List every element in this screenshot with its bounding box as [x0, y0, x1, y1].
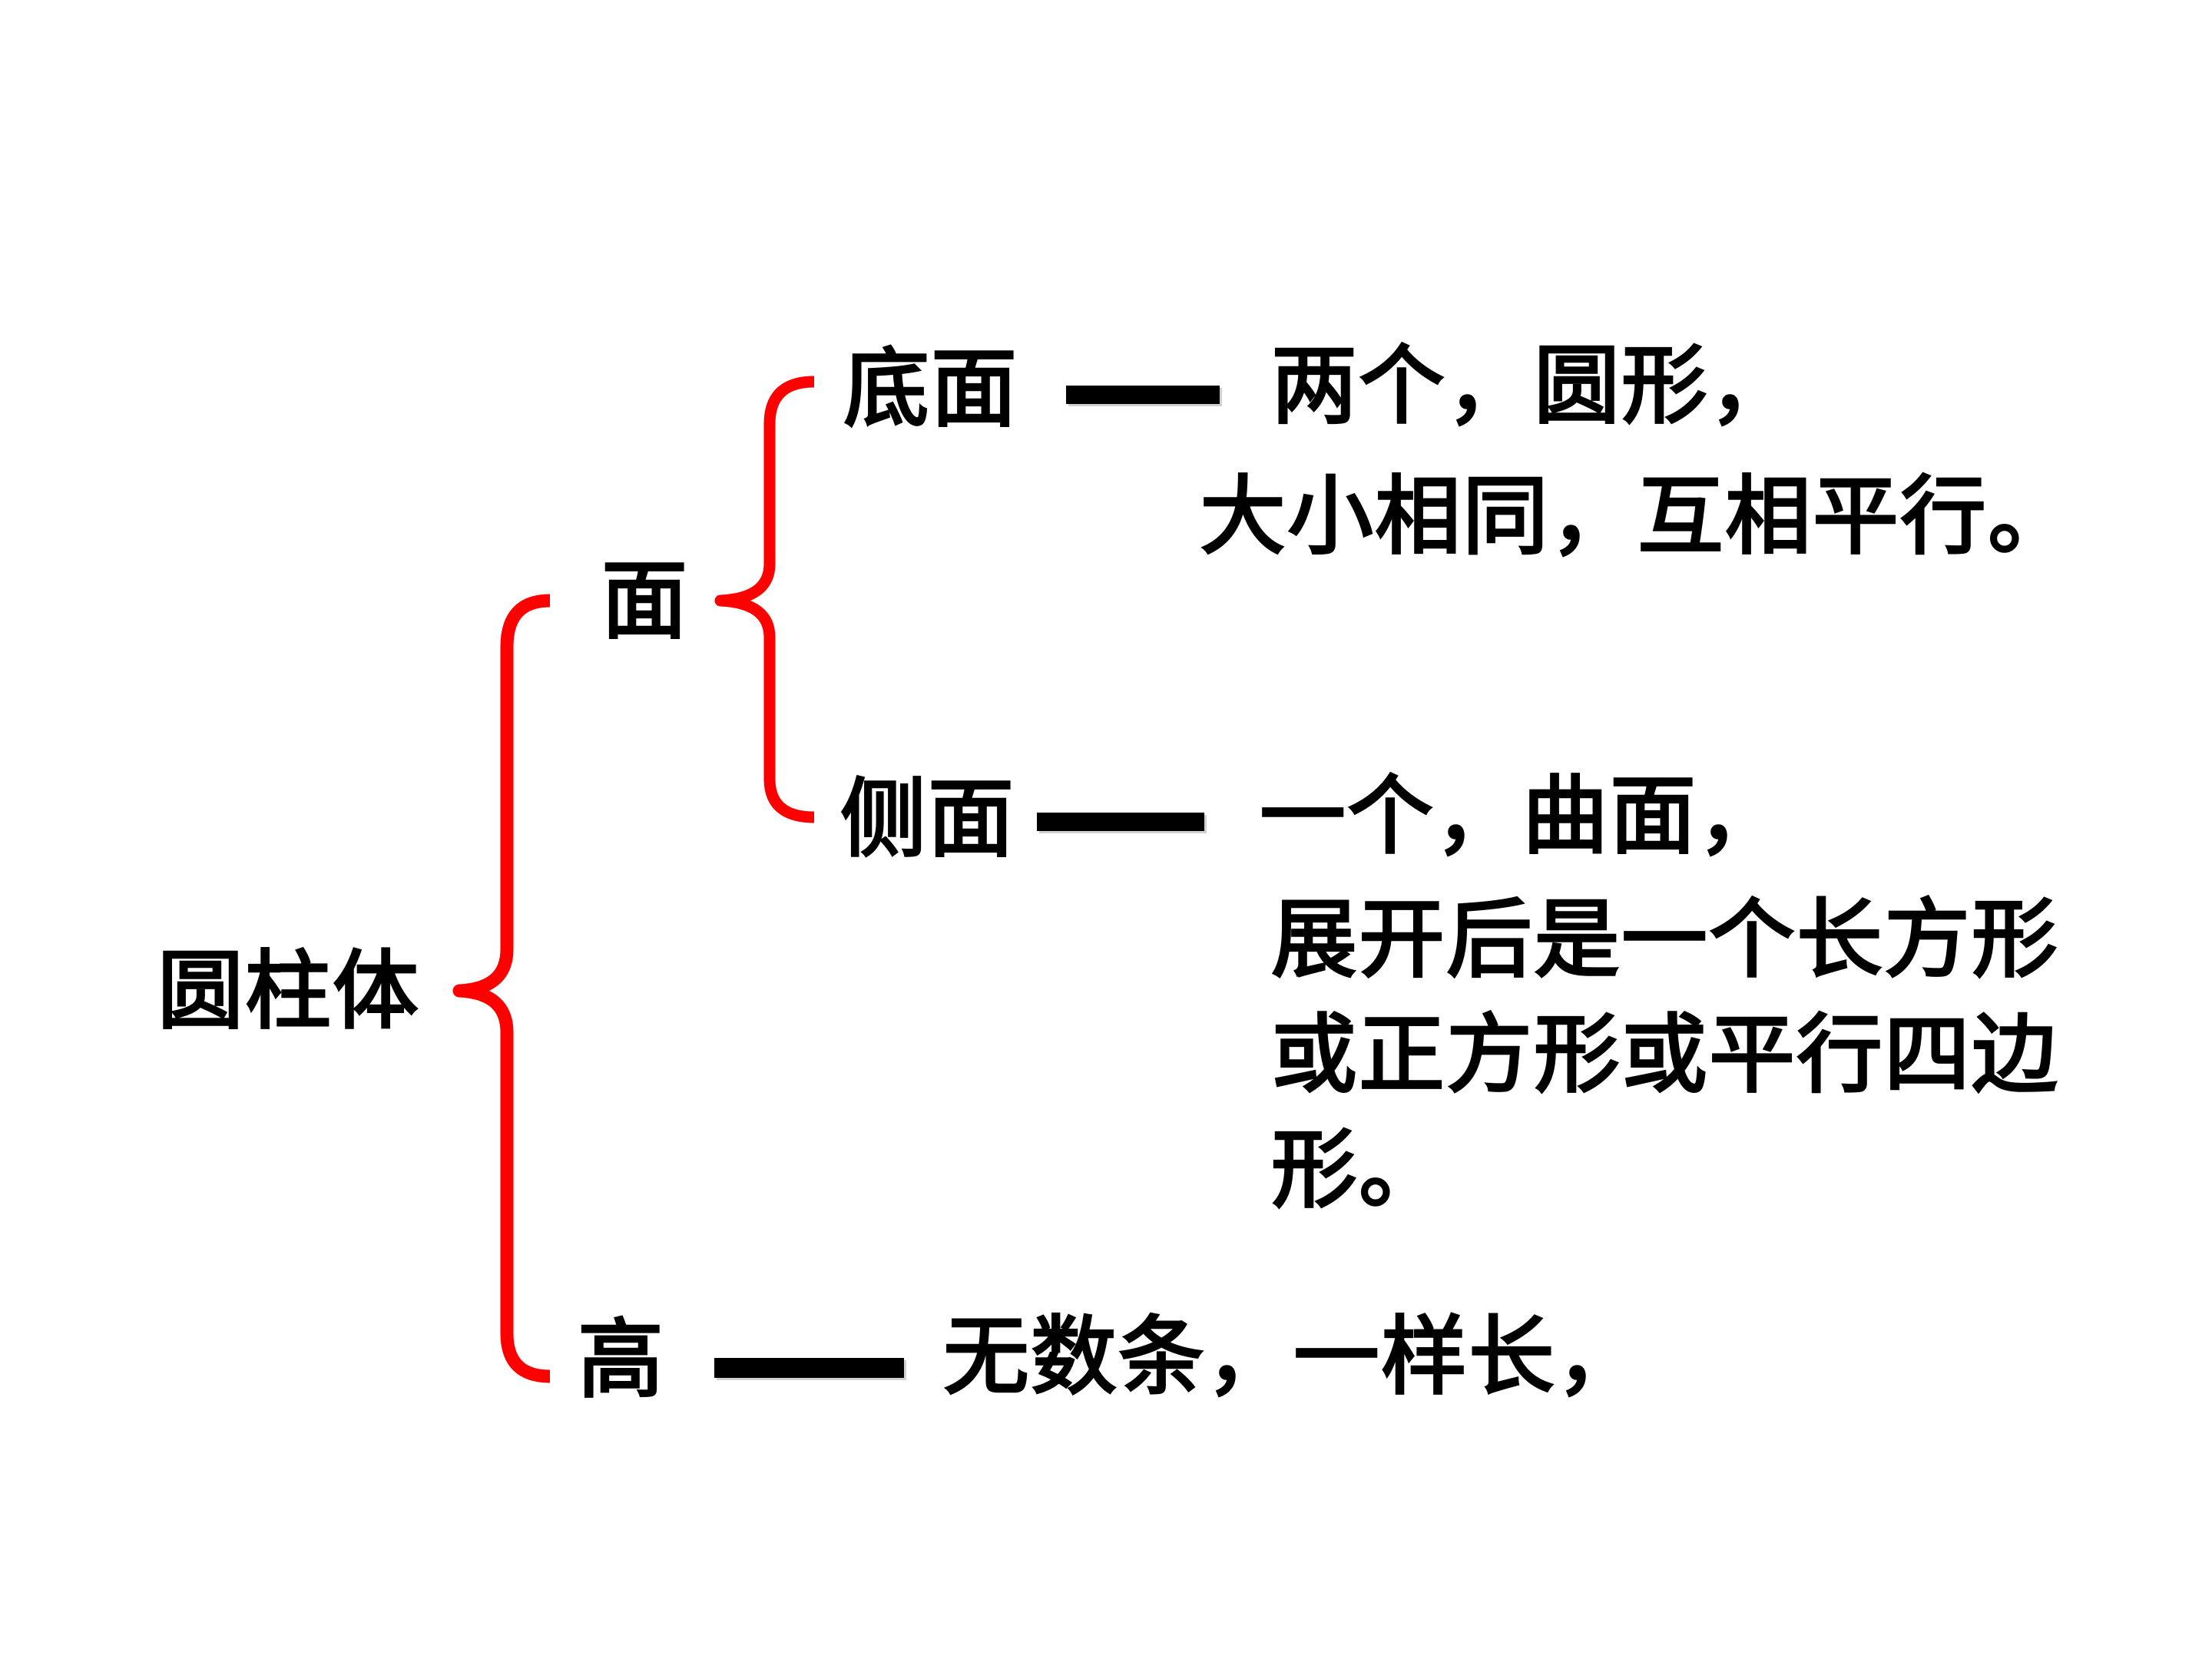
base-face-desc-line2: 大小相同，互相平行。 [1200, 470, 2075, 565]
branch-node-face: 面 [601, 555, 689, 650]
cylinder-brace-icon [452, 594, 551, 1383]
root-node-cylinder: 圆柱体 [157, 945, 420, 1040]
branch-node-height: 高 [578, 1313, 665, 1409]
height-desc-line1: 无数条，一样长， [943, 1310, 1644, 1406]
connector-dash-height [714, 1358, 904, 1378]
side-face-desc-line1: 一个，曲面， [1260, 770, 1785, 865]
leaf-node-side-face: 侧面 [840, 773, 1015, 868]
leaf-node-base-face: 底面 [843, 343, 1018, 438]
side-face-desc-line3: 或正方形或平行四边 [1271, 1008, 2059, 1104]
connector-dash-base-face [1066, 386, 1220, 404]
face-brace-icon [714, 376, 815, 823]
side-face-desc-line2: 展开后是一个长方形 [1271, 893, 2059, 988]
base-face-desc-line1: 两个，圆形， [1271, 339, 1796, 435]
side-face-desc-block: 展开后是一个长方形 或正方形或平行四边 形。 [1271, 883, 2059, 1229]
connector-dash-side-face [1037, 813, 1204, 831]
side-face-desc-line4: 形。 [1271, 1124, 1446, 1219]
